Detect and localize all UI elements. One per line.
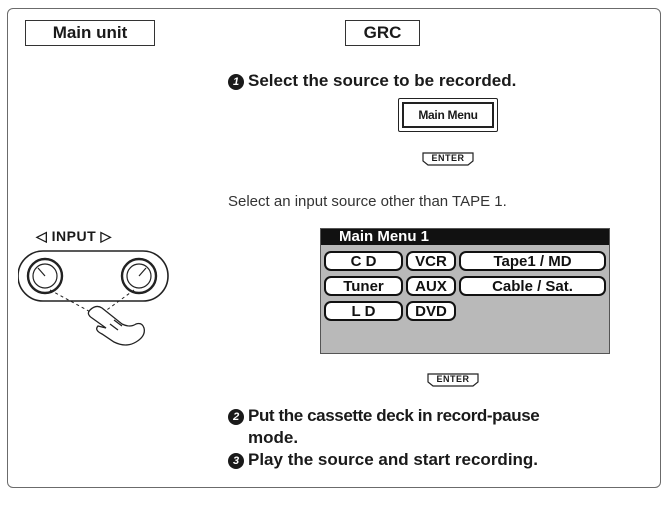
enter-key-icon — [427, 373, 479, 387]
step-2-continuation: mode. — [248, 428, 299, 447]
source-button-cable-sat[interactable]: Cable / Sat. — [459, 276, 606, 296]
main-menu-button-label: Main Menu — [402, 102, 494, 128]
enter-key-icon — [422, 152, 474, 166]
left-knob[interactable] — [26, 257, 64, 295]
grc-header: GRC — [345, 20, 420, 46]
source-button-tape1-md[interactable]: Tape1 / MD — [459, 251, 606, 271]
source-button-aux[interactable]: AUX — [406, 276, 456, 296]
enter-label-2: ENTER — [436, 374, 470, 384]
source-button-ld[interactable]: L D — [324, 301, 403, 321]
step-number-3: 3 — [228, 453, 244, 469]
instruction-text: Select an input source other than TAPE 1… — [228, 193, 507, 210]
step-2-text: Put the cassette deck in record-pause — [248, 406, 540, 425]
enter-label-1: ENTER — [431, 153, 465, 163]
source-button-tuner[interactable]: Tuner — [324, 276, 403, 296]
step-3-text: Play the source and start recording. — [248, 450, 539, 469]
input-knobs-illustration — [18, 250, 169, 346]
pointing-hand-icon — [87, 305, 145, 346]
source-button-cd[interactable]: C D — [324, 251, 403, 271]
enter-button-1[interactable]: ENTER — [422, 152, 474, 166]
panel-frame — [7, 8, 661, 488]
screen-title: Main Menu 1 — [321, 229, 609, 245]
enter-button-2[interactable]: ENTER — [427, 373, 479, 387]
source-button-dvd[interactable]: DVD — [406, 301, 456, 321]
step-1-text: Select the source to be recorded. — [248, 71, 517, 90]
right-knob[interactable] — [120, 257, 158, 295]
main-menu-button[interactable]: Main Menu — [398, 98, 498, 132]
source-button-vcr[interactable]: VCR — [406, 251, 456, 271]
grc-screen: Main Menu 1 C D VCR Tape1 / MD Tuner AUX… — [320, 228, 610, 354]
step-number-2: 2 — [228, 409, 244, 425]
input-label: ◁ INPUT ▷ — [36, 228, 112, 244]
step-number-1: 1 — [228, 74, 244, 90]
main-unit-header: Main unit — [25, 20, 155, 46]
